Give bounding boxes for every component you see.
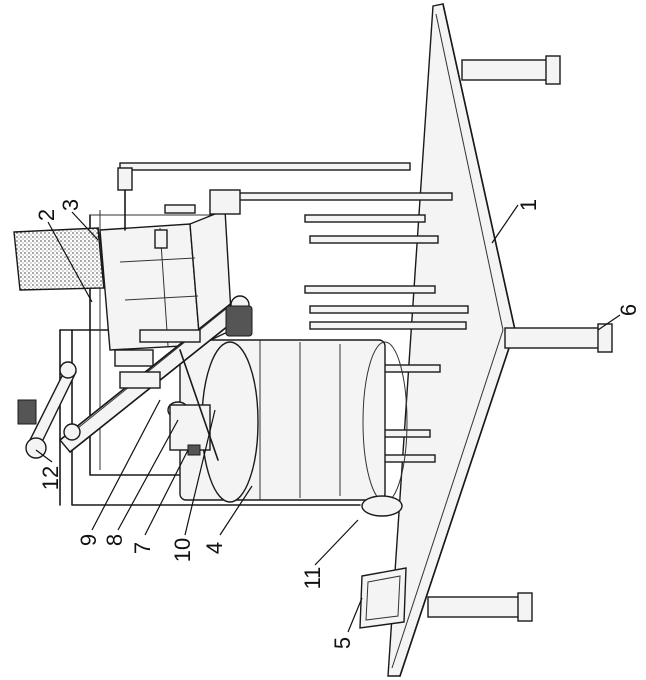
table-leg-top <box>461 55 561 85</box>
drive-motor <box>209 189 253 337</box>
table-leg-middle <box>504 323 613 353</box>
base-table <box>387 3 516 677</box>
label-3: 3 <box>58 199 83 211</box>
label-10: 10 <box>170 538 195 562</box>
label-6: 6 <box>616 304 641 316</box>
bottom-outlet <box>361 495 403 517</box>
label-2: 2 <box>34 209 59 221</box>
reference-labels: 1 2 3 4 5 6 7 8 9 10 11 12 <box>34 199 641 649</box>
label-12: 12 <box>38 466 63 490</box>
label-11: 11 <box>300 567 325 590</box>
leader-lines <box>35 204 621 633</box>
access-hatch <box>359 567 407 629</box>
label-4: 4 <box>202 542 227 554</box>
label-8: 8 <box>102 534 127 546</box>
label-1: 1 <box>516 199 541 211</box>
label-7: 7 <box>130 542 155 554</box>
tank-drum <box>179 339 408 503</box>
label-9: 9 <box>76 534 101 546</box>
stirring-assembly <box>114 329 219 461</box>
belt-drive <box>17 361 77 459</box>
mesh-screen <box>13 227 105 291</box>
table-leg-bottom <box>427 592 533 622</box>
label-5: 5 <box>330 637 355 649</box>
